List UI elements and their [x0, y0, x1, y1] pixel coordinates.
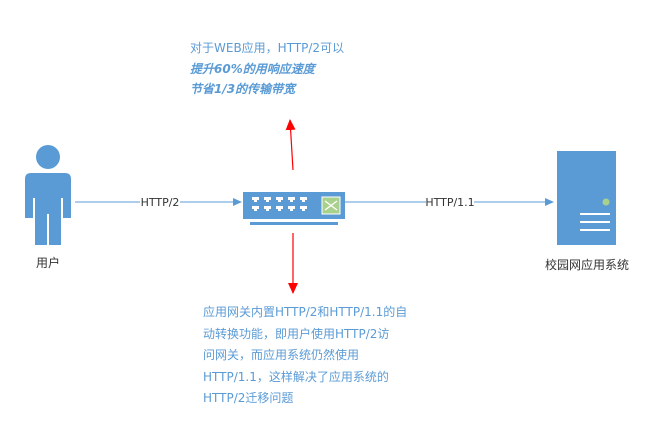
top-note-line1: 对于WEB应用，HTTP/2可以	[190, 40, 344, 55]
top-note-line3: 节省1/3的传输带宽	[190, 82, 297, 96]
switch-ports-icon	[252, 197, 307, 211]
bottom-note-line: 动转换功能，即用户使用HTTP/2访	[203, 326, 389, 341]
bottom-note: 应用网关内置HTTP/2和HTTP/1.1的自 动转换功能，即用户使用HTTP/…	[203, 304, 407, 405]
bottom-note-line: 应用网关内置HTTP/2和HTTP/1.1的自	[203, 304, 407, 319]
bottom-note-line: HTTP/2迁移问题	[203, 391, 293, 405]
up-arrow	[285, 119, 296, 171]
link-user-gateway-label: HTTP/2	[141, 196, 180, 209]
user-icon[interactable]	[25, 145, 71, 245]
top-note-line2: 提升60%的用响应速度	[190, 62, 317, 76]
top-note: 对于WEB应用，HTTP/2可以 提升60%的用响应速度 节省1/3的传输带宽	[190, 40, 344, 96]
gateway-switch-icon[interactable]	[243, 192, 345, 225]
server-icon[interactable]	[557, 151, 616, 245]
link-label-bg	[140, 195, 180, 208]
bottom-note-line: HTTP/1.1，这样解决了应用系统的	[203, 369, 389, 384]
link-label-bg	[426, 195, 474, 208]
link-gateway-server-label: HTTP/1.1	[425, 196, 474, 209]
server-label: 校园网应用系统	[545, 257, 629, 272]
user-label: 用户	[36, 255, 60, 270]
bottom-note-line: 问网关，而应用系统仍然使用	[203, 347, 359, 362]
switch-crossover-icon	[321, 196, 341, 215]
